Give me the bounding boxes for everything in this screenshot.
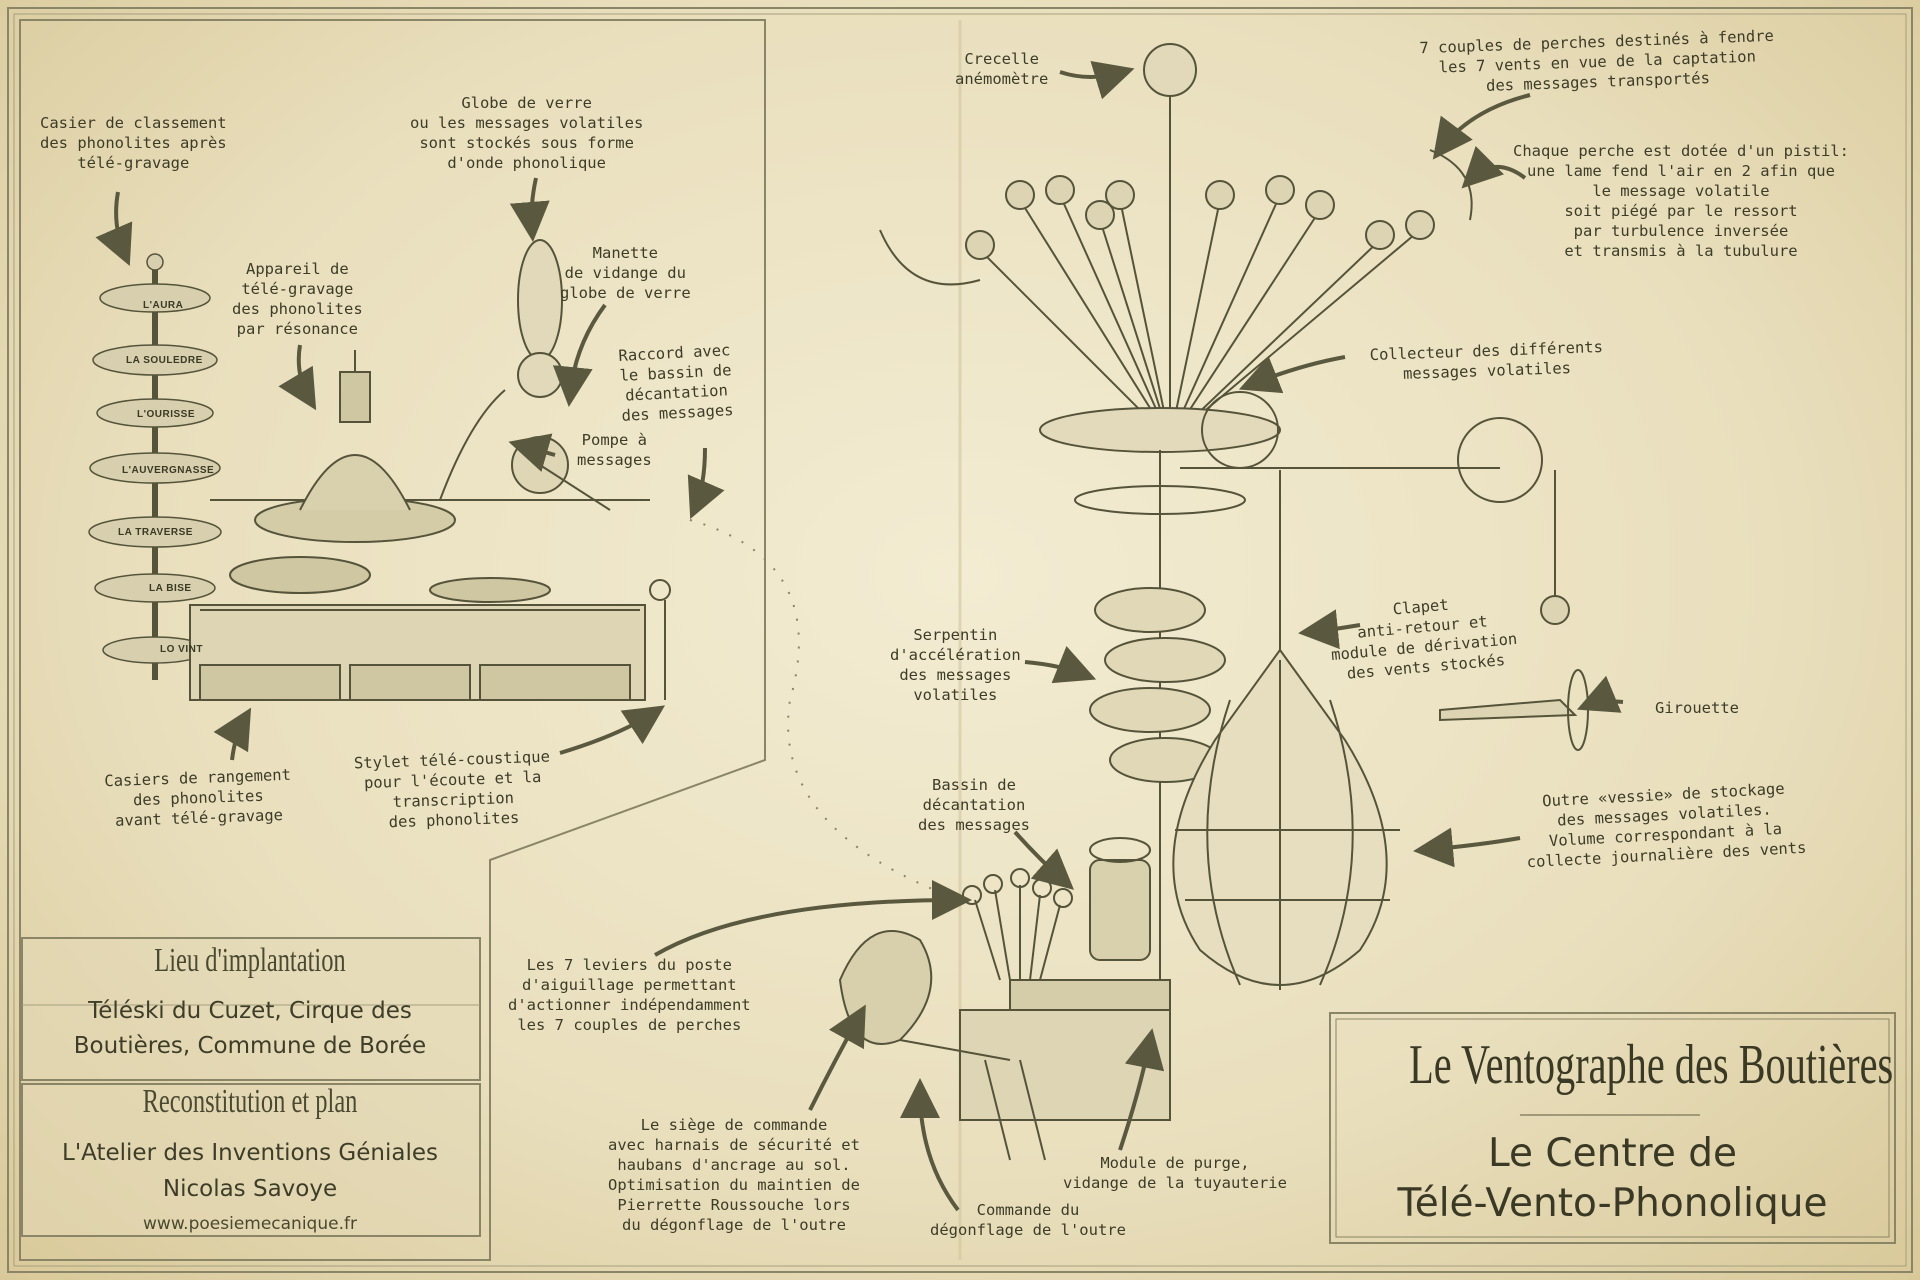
label-serpentin: Serpentin d'accélération des messages volat… — [890, 625, 1021, 705]
label-line: Manette — [592, 244, 658, 262]
label-line: les 7 couples de perches — [517, 1016, 742, 1034]
label-line: messages — [577, 451, 652, 469]
label-line: du dégonflage de l'outre — [622, 1216, 846, 1234]
label-globe-verre: Globe de verre ou les messages volatiles s… — [410, 93, 643, 173]
label-line: Pompe à — [581, 431, 647, 449]
website-url[interactable]: www.poesiemecanique.fr — [143, 1214, 357, 1234]
tier-label: L'AUVERGNASSE — [122, 465, 215, 476]
label-manette-vidange: Manette de vidange du globe de verre — [560, 243, 691, 303]
label-line: d'aiguillage permettant — [522, 976, 737, 994]
label-line: décantation — [922, 796, 1026, 814]
heading-location: Lieu d'implantation — [154, 942, 346, 979]
tier-label: LA TRAVERSE — [118, 527, 193, 538]
label-line: télé-gravage — [77, 154, 190, 172]
label-line: dégonflage de l'outre — [930, 1221, 1126, 1239]
left-panel-border — [19, 19, 766, 1261]
label-line: Optimisation du maintien de — [608, 1176, 860, 1194]
label-line: Casier de classement — [40, 114, 227, 132]
location-line-2: Boutières, Commune de Borée — [73, 1033, 427, 1059]
label-line: par résonance — [236, 320, 358, 338]
label-line: Crecelle — [964, 50, 1039, 68]
label-line: Chaque perche est dotée d'un pistil: — [1513, 142, 1849, 160]
label-line: vidange de la tuyauterie — [1063, 1174, 1287, 1192]
label-line: sont stockés sous forme — [419, 134, 634, 152]
label-line: des phonolites après — [40, 134, 227, 152]
label-line: Globe de verre — [461, 94, 592, 112]
heading-credits: Reconstitution et plan — [142, 1083, 358, 1120]
label-line: d'accélération — [890, 646, 1021, 664]
engraving-workbench — [189, 239, 671, 701]
dotted-path — [689, 519, 961, 901]
label-line: de vidange du — [564, 264, 686, 282]
label-line: Module de purge, — [1100, 1154, 1250, 1172]
label-commande-degonflage: Commande du dégonflage de l'outre — [930, 1200, 1126, 1240]
label-line: d'actionner indépendamment — [508, 996, 751, 1014]
label-line: télé-gravage — [241, 280, 354, 298]
tier-label: L'OURISSE — [137, 409, 195, 420]
label-line: Bassin de — [931, 776, 1016, 794]
info-box: Lieu d'implantation Téléski du Cuzet, Ci… — [20, 938, 480, 1238]
main-title: Le Ventographe des Boutières — [1409, 1034, 1894, 1096]
callout-arrows — [95, 60, 1624, 1212]
label-bassin-decantation: Bassin de décantation des messages — [918, 775, 1030, 835]
label-line: haubans d'ancrage au sol. — [617, 1156, 851, 1174]
filing-tower — [88, 253, 222, 680]
label-line: Serpentin — [913, 626, 998, 644]
tier-label: LO VINT — [160, 644, 203, 655]
label-leviers: Les 7 leviers du poste d'aiguillage perme… — [508, 955, 751, 1035]
title-box: Le Ventographe des Boutières Le Centre d… — [1330, 1013, 1895, 1243]
label-line: Les 7 leviers du poste — [526, 956, 732, 974]
credits-line-1: L'Atelier des Inventions Géniales — [62, 1140, 438, 1166]
label-siege: Le siège de commande avec harnais de sécu… — [608, 1115, 860, 1235]
label-crecelle: Crecelle anémomètre — [955, 49, 1048, 89]
label-line: par turbulence inversée — [1573, 222, 1789, 240]
label-appareil-gravage: Appareil de télé-gravage des phonolites par… — [232, 259, 363, 339]
title-box-frame — [1329, 1012, 1896, 1244]
label-line: et transmis à la tubulure — [1564, 242, 1798, 260]
label-line: Girouette — [1655, 699, 1739, 717]
label-casier-classement: Casier de classement des phonolites après… — [40, 113, 227, 173]
label-line: ou les messages volatiles — [410, 114, 644, 132]
label-line: une lame fend l'air en 2 afin que — [1527, 162, 1835, 180]
location-line-1: Téléski du Cuzet, Cirque des — [88, 998, 412, 1024]
label-line: le message volatile — [1592, 182, 1770, 200]
credits-line-2: Nicolas Savoye — [162, 1176, 338, 1202]
label-line: des phonolites — [232, 300, 363, 318]
label-module-purge: Module de purge, vidange de la tuyauterie — [1063, 1153, 1287, 1193]
label-line: anémomètre — [955, 70, 1049, 88]
label-line: volatiles — [913, 686, 998, 704]
label-line: soit piégé par le ressort — [1564, 202, 1798, 220]
label-line: avec harnais de sécurité et — [608, 1136, 860, 1154]
label-line: des messages — [899, 666, 1012, 684]
label-line: d'onde phonolique — [447, 154, 606, 172]
label-line: Appareil de — [246, 260, 349, 278]
label-line: Le siège de commande — [640, 1116, 828, 1134]
label-line: globe de verre — [560, 284, 691, 302]
label-girouette: Girouette — [1655, 698, 1739, 718]
tier-label: LA BISE — [149, 583, 192, 594]
tier-label: LA SOULEDRE — [126, 355, 203, 366]
label-pompe: Pompe à messages — [577, 430, 652, 470]
info-box-frame — [21, 937, 481, 1237]
subtitle-line-2: Télé-Vento-Phonolique — [1397, 1181, 1828, 1226]
label-line: Commande du — [976, 1201, 1080, 1219]
tier-label: L'AURA — [143, 300, 184, 311]
subtitle-line-1: Le Centre de — [1488, 1131, 1737, 1176]
label-line: Pierrette Roussouche lors — [617, 1196, 851, 1214]
label-line: des messages — [918, 816, 1030, 834]
label-perche-pistil: Chaque perche est dotée d'un pistil: une … — [1513, 141, 1849, 261]
